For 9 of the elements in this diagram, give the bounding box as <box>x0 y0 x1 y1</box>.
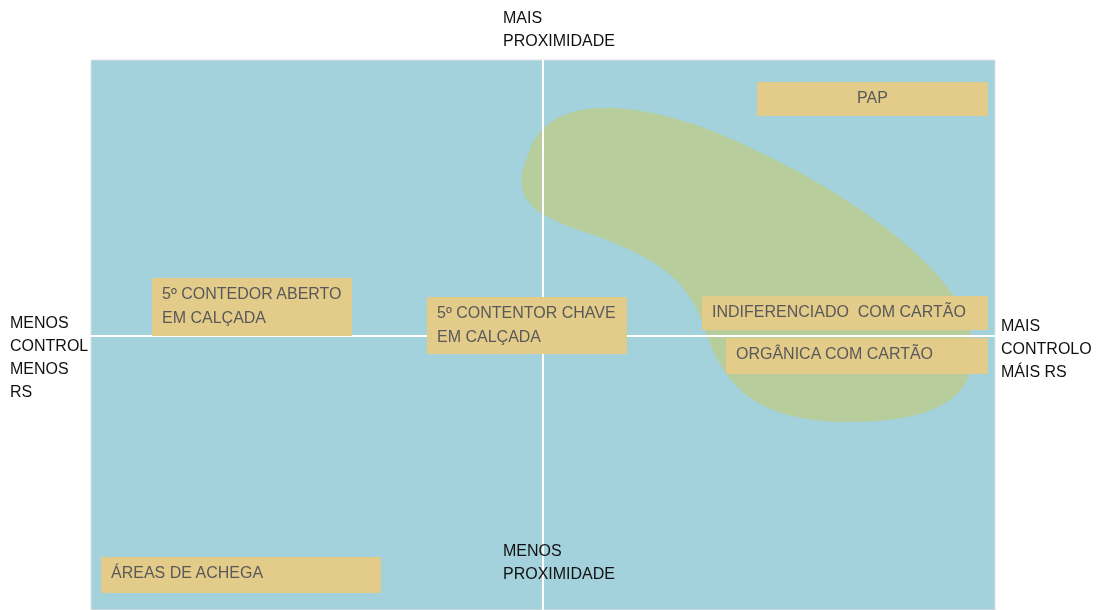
axis-label: MENOS PROXIMIDADE <box>503 541 616 584</box>
axis-label: MENOS CONTROL MENOS RS <box>10 313 89 402</box>
axis-label: MAIS PROXIMIDADE <box>503 8 616 51</box>
category-box: 5º CONTEDOR ABERTO EM CALÇADA <box>152 278 352 336</box>
category-box: ÁREAS DE ACHEGA <box>101 557 381 593</box>
category-box: PAP <box>757 82 988 116</box>
axis-label: MAIS CONTROLO MÁIS RS <box>1001 316 1093 382</box>
category-box: ORGÂNICA COM CARTÃO <box>726 338 988 374</box>
category-box: 5º CONTENTOR CHAVE EM CALÇADA <box>427 297 627 354</box>
